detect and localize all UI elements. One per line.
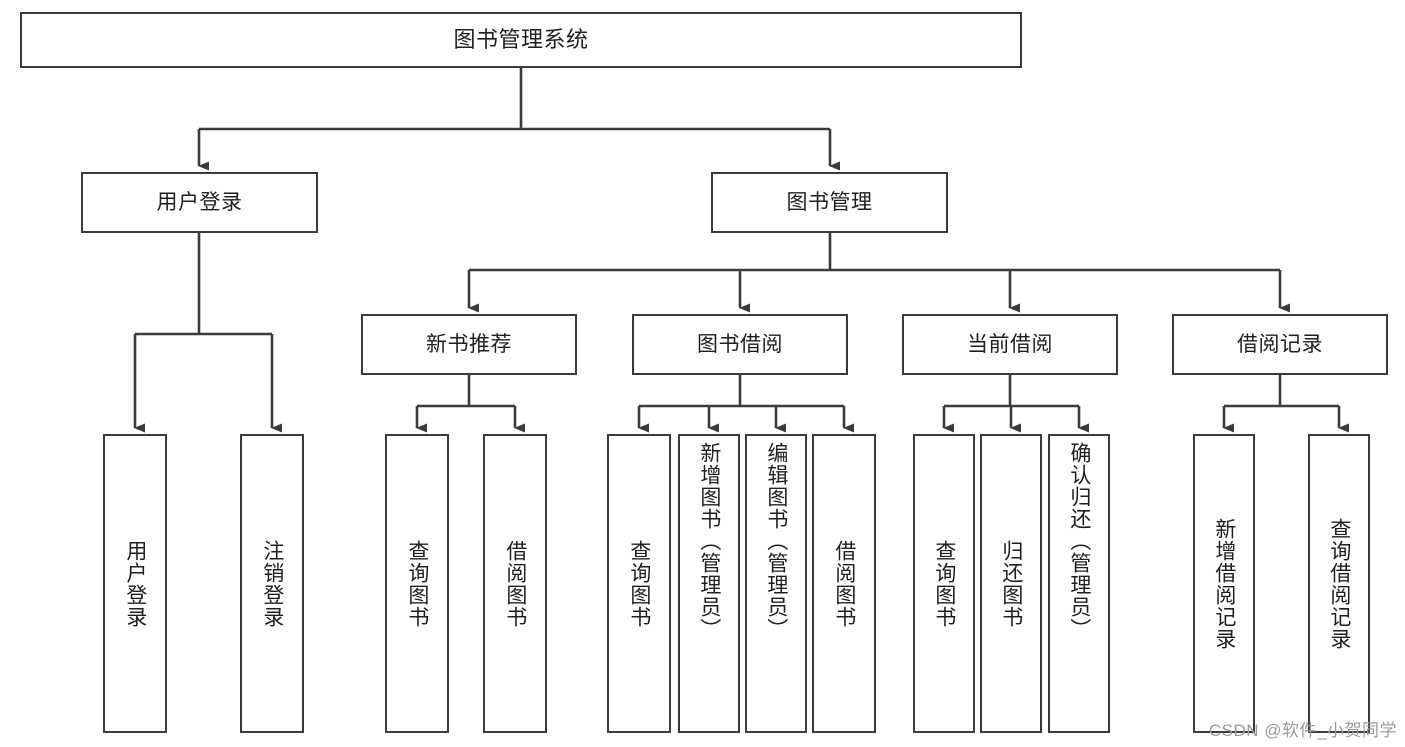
- node-leaf-query-book-1-label: 查询图书: [405, 539, 429, 628]
- node-book-borrow[interactable]: 图书借阅: [632, 314, 848, 375]
- node-leaf-edit-book[interactable]: 编辑图书（管理员）: [745, 434, 807, 733]
- node-leaf-logout[interactable]: 注销登录: [240, 434, 304, 733]
- node-leaf-add-book[interactable]: 新增图书（管理员）: [678, 434, 740, 733]
- node-leaf-query-record[interactable]: 查询借阅记录: [1308, 434, 1370, 733]
- node-book-management[interactable]: 图书管理: [711, 172, 948, 233]
- node-leaf-query-book-2-label: 查询图书: [627, 539, 651, 628]
- node-new-book-recommend[interactable]: 新书推荐: [361, 314, 577, 375]
- node-leaf-logout-label: 注销登录: [260, 539, 284, 628]
- node-leaf-add-book-label: 新增图书（管理员）: [697, 442, 721, 640]
- node-leaf-query-book-3-label: 查询图书: [932, 539, 956, 628]
- node-book-management-label: 图书管理: [786, 190, 873, 214]
- node-current-borrow[interactable]: 当前借阅: [902, 314, 1118, 375]
- node-leaf-query-book-1[interactable]: 查询图书: [385, 434, 449, 733]
- node-leaf-user-login[interactable]: 用户登录: [103, 434, 167, 733]
- node-leaf-borrow-book-2-label: 借阅图书: [832, 539, 856, 628]
- node-current-borrow-label: 当前借阅: [967, 332, 1053, 356]
- node-leaf-add-record-label: 新增借阅记录: [1212, 517, 1236, 650]
- watermark: CSDN @软件_小贺同学: [1208, 721, 1397, 740]
- node-leaf-edit-book-label: 编辑图书（管理员）: [764, 442, 788, 640]
- node-user-login[interactable]: 用户登录: [81, 172, 318, 233]
- node-borrow-record-label: 借阅记录: [1237, 332, 1323, 356]
- node-leaf-borrow-book-2[interactable]: 借阅图书: [812, 434, 876, 733]
- node-leaf-query-record-label: 查询借阅记录: [1327, 517, 1351, 650]
- node-leaf-user-login-label: 用户登录: [123, 539, 147, 628]
- node-leaf-return-book[interactable]: 归还图书: [980, 434, 1042, 733]
- node-book-borrow-label: 图书借阅: [697, 332, 783, 356]
- node-leaf-return-book-label: 归还图书: [999, 539, 1023, 628]
- node-leaf-confirm-return[interactable]: 确认归还（管理员）: [1048, 434, 1110, 733]
- node-leaf-borrow-book-1[interactable]: 借阅图书: [483, 434, 547, 733]
- node-new-book-recommend-label: 新书推荐: [426, 332, 512, 356]
- node-leaf-query-book-3[interactable]: 查询图书: [913, 434, 975, 733]
- node-leaf-query-book-2[interactable]: 查询图书: [607, 434, 671, 733]
- node-root[interactable]: 图书管理系统: [20, 12, 1022, 68]
- node-leaf-confirm-return-label: 确认归还（管理员）: [1067, 442, 1091, 640]
- node-root-label: 图书管理系统: [453, 26, 589, 52]
- node-user-login-label: 用户登录: [156, 190, 243, 214]
- node-leaf-add-record[interactable]: 新增借阅记录: [1193, 434, 1255, 733]
- node-leaf-borrow-book-1-label: 借阅图书: [503, 539, 527, 628]
- node-borrow-record[interactable]: 借阅记录: [1172, 314, 1388, 375]
